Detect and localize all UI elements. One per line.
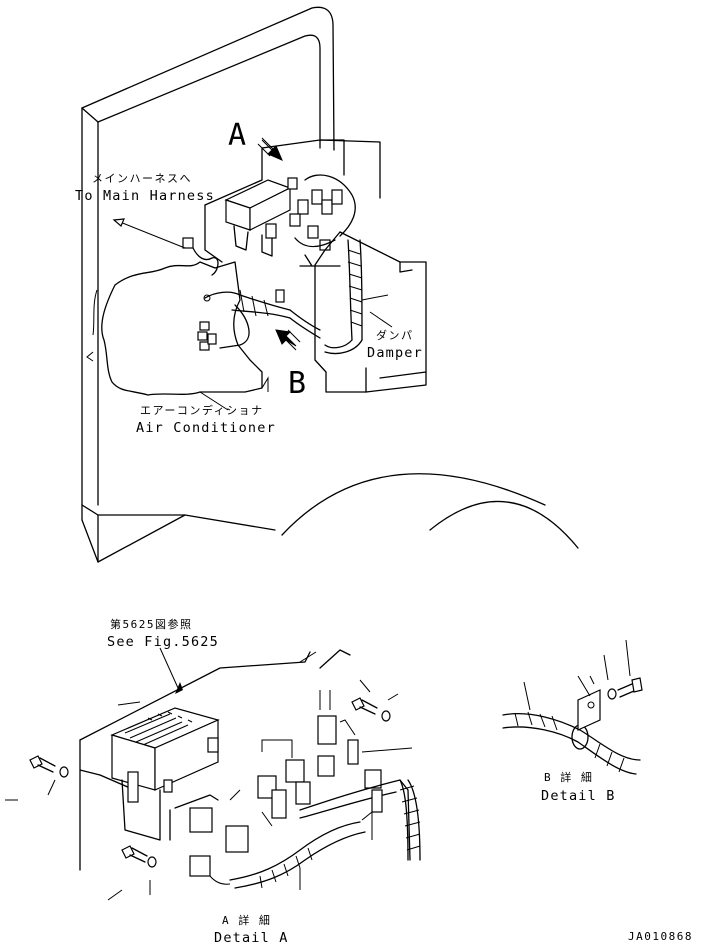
label-ref-en: See Fig.5625 <box>107 634 219 650</box>
air-conditioner-unit <box>86 261 269 396</box>
cab-wall-panel <box>81 6 579 563</box>
label-detail-a-jp: A 詳 細 <box>222 913 271 927</box>
relay-cluster <box>265 174 356 251</box>
label-detail-b-jp: B 詳 細 <box>544 770 593 784</box>
aircon-harness <box>182 237 321 351</box>
detail-a-drawing <box>5 649 421 901</box>
detail-b-drawing <box>502 639 643 775</box>
label-aircon-en: Air Conditioner <box>136 420 276 436</box>
bolt-icon <box>351 697 391 722</box>
leader-lines-top <box>112 218 393 411</box>
control-unit-a <box>224 179 292 257</box>
label-aircon-jp: エアーコンディショナ <box>140 403 264 417</box>
see-fig-leader <box>159 647 183 694</box>
label-main-harness-jp: メインハーネスへ <box>92 172 192 185</box>
view-arrow-a-icon <box>257 137 283 161</box>
label-ref-jp: 第5625図参照 <box>110 617 193 631</box>
drawing-number: JA010868 <box>628 930 693 943</box>
label-damper-jp: ダンパ <box>376 328 414 342</box>
label-detail-a-en: Detail A <box>214 930 289 945</box>
bolt-icon <box>121 845 157 868</box>
label-main-harness-en: To Main Harness <box>75 188 215 204</box>
label-view-b: B <box>288 366 306 401</box>
damper-box <box>299 231 427 393</box>
bolt-icon <box>29 755 69 778</box>
bolt-icon <box>607 677 643 700</box>
text-labels: メインハーネスへ To Main Harness A B ダンパ Damper … <box>75 118 693 945</box>
label-damper-en: Damper <box>367 345 423 361</box>
view-arrow-b-icon <box>275 329 301 351</box>
label-view-a: A <box>228 118 246 153</box>
label-detail-b-en: Detail B <box>541 788 616 804</box>
